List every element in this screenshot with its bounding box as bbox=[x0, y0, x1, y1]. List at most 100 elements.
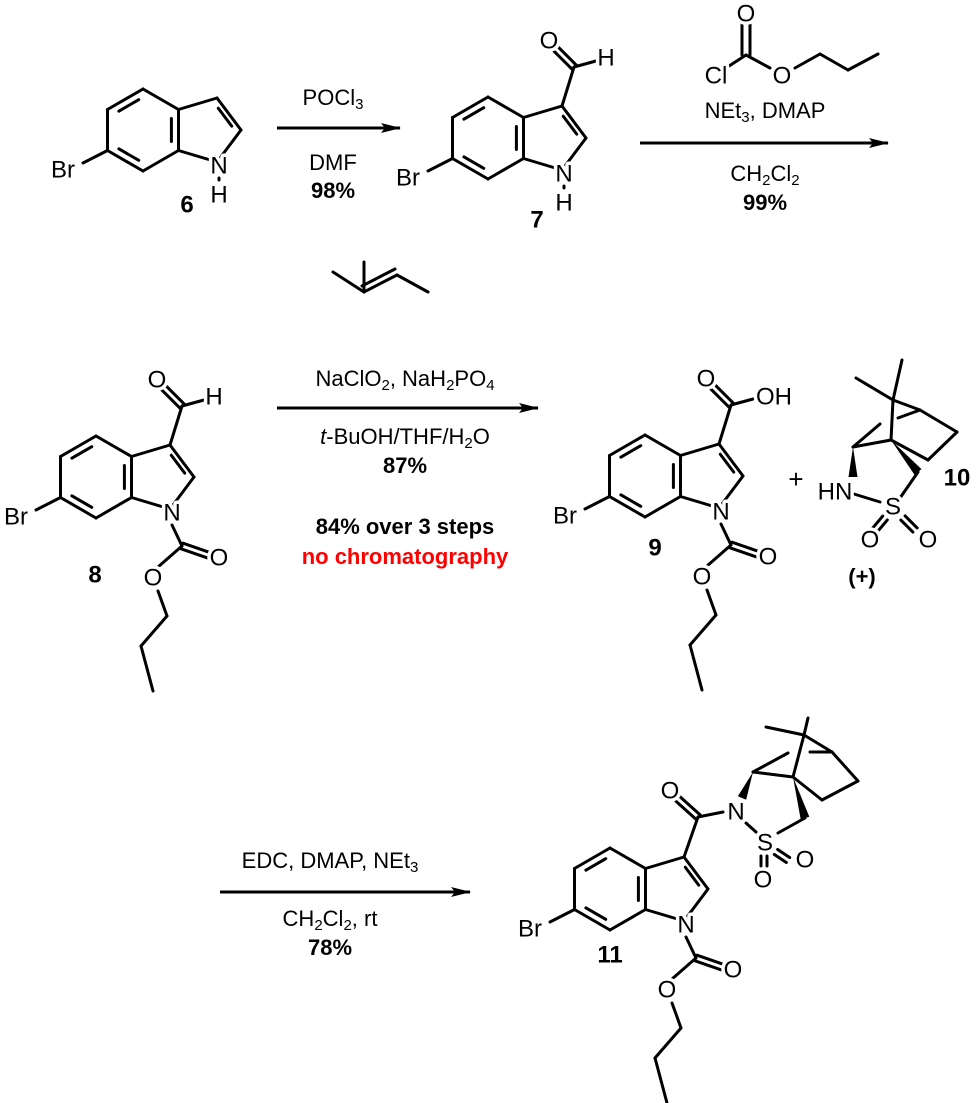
bond bbox=[180, 398, 206, 408]
bond bbox=[724, 53, 748, 70]
step1-solvent: DMF bbox=[309, 150, 357, 175]
hydrogen-label: H bbox=[205, 384, 222, 411]
bond bbox=[705, 543, 733, 568]
bond bbox=[215, 128, 243, 164]
compound-8-label: 8 bbox=[88, 562, 101, 589]
bond bbox=[117, 147, 141, 162]
oxygen-label: O bbox=[754, 867, 773, 894]
bond bbox=[139, 644, 155, 693]
bond bbox=[168, 475, 196, 511]
bond bbox=[360, 267, 397, 288]
bond bbox=[802, 716, 810, 737]
oxygen-label: O bbox=[540, 28, 559, 55]
bond bbox=[426, 157, 454, 173]
step2-reagent: NEt3, DMAP bbox=[704, 98, 826, 126]
step3-yield: 87% bbox=[382, 453, 428, 478]
bond bbox=[451, 95, 490, 119]
bond bbox=[156, 589, 169, 618]
bond bbox=[791, 733, 806, 779]
bond bbox=[619, 444, 643, 459]
oxygen-label: O bbox=[661, 778, 680, 805]
wedge-bond bbox=[737, 772, 753, 800]
bond bbox=[560, 136, 588, 172]
bond bbox=[693, 959, 723, 972]
bond bbox=[643, 495, 682, 519]
bond bbox=[608, 908, 647, 932]
bond bbox=[791, 775, 824, 802]
compound-7-structure bbox=[426, 43, 598, 190]
bond bbox=[584, 906, 608, 921]
chlorine-label: Cl bbox=[705, 63, 728, 90]
bond bbox=[572, 59, 598, 69]
bond bbox=[130, 443, 172, 458]
bond bbox=[141, 87, 180, 111]
bond bbox=[34, 496, 62, 512]
hydrogen-label: H bbox=[555, 190, 572, 217]
bond bbox=[179, 547, 209, 560]
bond bbox=[793, 52, 822, 70]
bond bbox=[117, 98, 141, 113]
bond bbox=[728, 546, 758, 559]
bond bbox=[679, 495, 721, 510]
sulfur-label: S bbox=[885, 494, 901, 521]
bond bbox=[751, 751, 790, 774]
plus-sign: + bbox=[788, 464, 804, 494]
bromine-label: Br bbox=[4, 504, 28, 531]
bond bbox=[851, 422, 882, 449]
bond bbox=[744, 821, 758, 834]
bond bbox=[168, 404, 184, 447]
bond bbox=[871, 514, 885, 530]
step2-solvent: CH2Cl2 bbox=[730, 161, 800, 189]
bond bbox=[772, 852, 788, 864]
bond bbox=[94, 496, 133, 520]
step4-yield: 78% bbox=[307, 935, 353, 960]
bond bbox=[717, 442, 745, 478]
wedge-bond bbox=[891, 440, 922, 475]
compound-6-structure bbox=[81, 87, 243, 182]
bond bbox=[619, 493, 643, 508]
bond bbox=[653, 1026, 683, 1060]
oxygen-label: O bbox=[144, 565, 163, 592]
bond bbox=[462, 155, 486, 170]
bond bbox=[583, 495, 611, 511]
bond bbox=[139, 614, 169, 648]
bond bbox=[168, 443, 196, 479]
bond bbox=[729, 397, 755, 407]
wedge-bond bbox=[793, 777, 810, 820]
bond bbox=[764, 725, 806, 737]
compound-11-label: 11 bbox=[597, 942, 622, 969]
step1-yield: 98% bbox=[310, 178, 356, 203]
bond bbox=[181, 541, 211, 554]
oxygen-label: O bbox=[759, 544, 778, 571]
bond bbox=[216, 106, 234, 128]
bond bbox=[462, 106, 486, 121]
bond bbox=[70, 445, 94, 460]
step2-yield: 99% bbox=[742, 190, 788, 215]
bond bbox=[59, 434, 98, 458]
bond bbox=[678, 795, 702, 817]
bond bbox=[851, 438, 893, 449]
bond bbox=[802, 733, 834, 754]
bond bbox=[852, 492, 882, 504]
bond bbox=[451, 157, 490, 181]
bond bbox=[683, 865, 701, 887]
bond bbox=[486, 157, 525, 181]
bond bbox=[560, 104, 588, 140]
bond bbox=[818, 52, 850, 72]
hydroxyl-label: OH bbox=[756, 384, 792, 411]
bond bbox=[684, 935, 698, 960]
bond bbox=[59, 496, 98, 520]
bond bbox=[670, 956, 698, 981]
bromine-label: Br bbox=[553, 503, 577, 530]
bond bbox=[896, 408, 922, 420]
nitrogen-label: N bbox=[727, 799, 744, 826]
bond bbox=[889, 398, 895, 442]
bromine-label: Br bbox=[518, 916, 542, 943]
bond bbox=[522, 157, 564, 172]
bond bbox=[156, 544, 184, 569]
bond bbox=[744, 53, 772, 70]
bond bbox=[177, 96, 219, 111]
bond bbox=[875, 518, 889, 534]
